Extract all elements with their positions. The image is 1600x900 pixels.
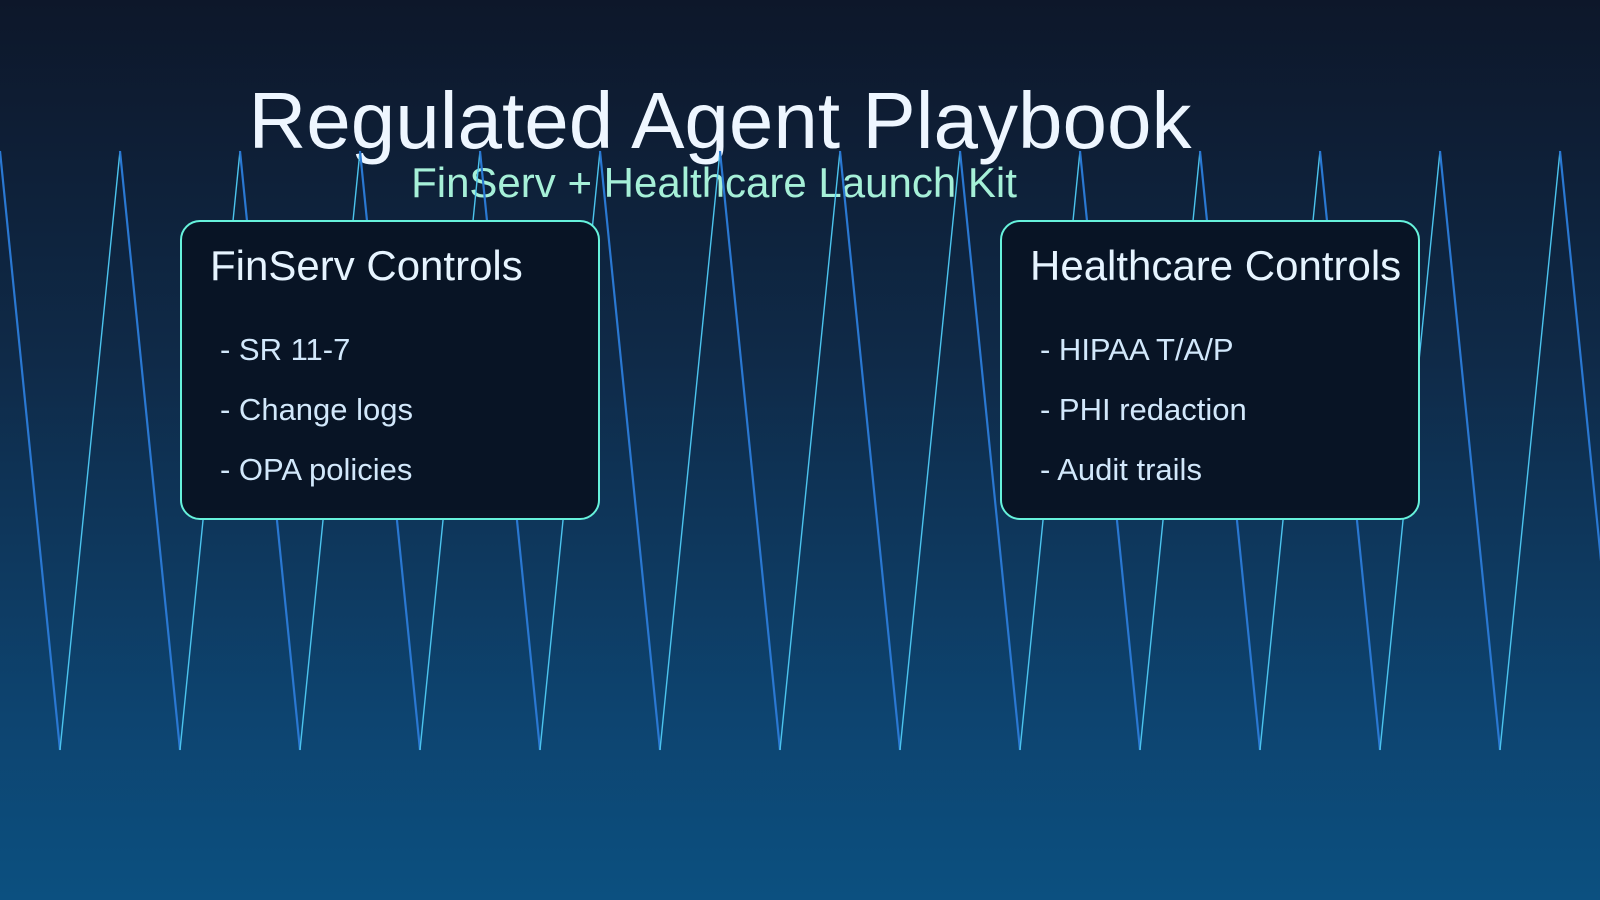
healthcare-controls-card: Healthcare Controls - HIPAA T/A/P - PHI …	[1000, 220, 1420, 520]
finserv-controls-card: FinServ Controls - SR 11-7 - Change logs…	[180, 220, 600, 520]
list-item: - PHI redaction	[1040, 392, 1247, 427]
control-list: - HIPAA T/A/P - PHI redaction - Audit tr…	[1040, 320, 1247, 500]
card-title: FinServ Controls	[210, 242, 523, 289]
list-item: - SR 11-7	[220, 332, 351, 367]
card-title: Healthcare Controls	[1030, 242, 1402, 289]
list-item: - Audit trails	[1040, 452, 1202, 487]
list-item: - OPA policies	[220, 452, 413, 487]
slide-title: Regulated Agent Playbook	[248, 76, 1192, 165]
control-list: - SR 11-7 - Change logs - OPA policies	[220, 320, 413, 500]
list-item: - Change logs	[220, 392, 414, 427]
slide-subtitle: FinServ + Healthcare Launch Kit	[411, 159, 1017, 206]
list-item: - HIPAA T/A/P	[1040, 332, 1234, 367]
